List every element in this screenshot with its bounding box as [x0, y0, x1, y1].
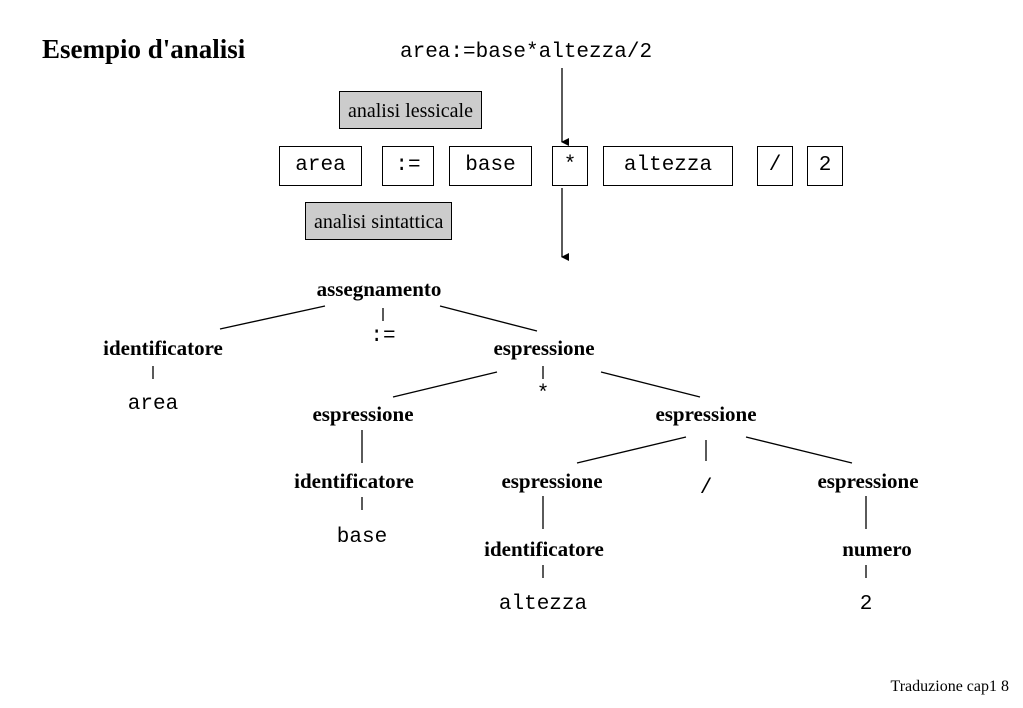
leaf-altezza: altezza: [498, 593, 588, 616]
token-two: 2: [807, 146, 843, 186]
node-identificatore-altezza: identificatore: [484, 537, 604, 561]
token-area: area: [279, 146, 362, 186]
node-espressione-numero: espressione: [817, 469, 919, 493]
syntactic-analysis-box: analisi sintattica: [305, 202, 453, 240]
token-base: base: [449, 146, 532, 186]
leaf-two: 2: [859, 593, 873, 616]
token-assign: :=: [382, 146, 434, 186]
source-expression: area:=base*altezza/2: [400, 41, 653, 64]
leaf-area: area: [127, 393, 179, 416]
node-numero: numero: [842, 537, 912, 561]
node-espressione-rhs: espressione: [493, 336, 595, 360]
footer-page-label: Traduzione cap1 8: [890, 678, 1010, 695]
node-assegnamento: assegnamento: [316, 277, 442, 301]
token-star: *: [552, 146, 588, 186]
lexical-analysis-box: analisi lessicale: [339, 91, 482, 129]
leaf-base: base: [336, 526, 388, 549]
node-identificatore-base: identificatore: [294, 469, 414, 493]
op-divide: /: [699, 477, 713, 500]
token-altezza: altezza: [603, 146, 733, 186]
node-espressione-altezza: espressione: [501, 469, 603, 493]
op-assign: :=: [370, 325, 396, 348]
slide-title: Esempio d'analisi: [42, 34, 246, 64]
node-espressione-left: espressione: [312, 402, 414, 426]
op-multiply: *: [536, 383, 550, 406]
node-identificatore-lhs: identificatore: [103, 336, 223, 360]
token-slash: /: [757, 146, 793, 186]
node-espressione-right: espressione: [655, 402, 757, 426]
